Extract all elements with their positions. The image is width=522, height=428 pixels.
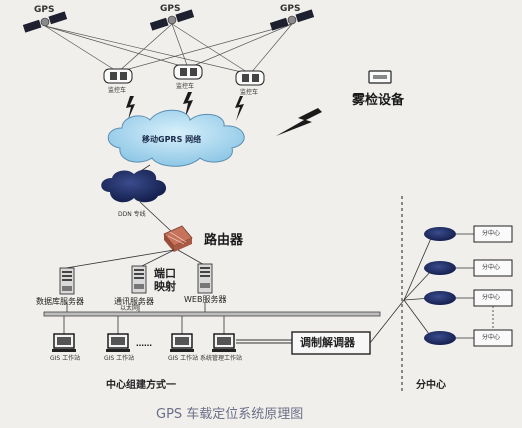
fog-device-label: 雾检设备: [352, 93, 405, 108]
router-icon: [163, 225, 193, 252]
satellite-3-label: GPS: [280, 4, 301, 14]
ethernet-label: 以太网: [120, 305, 139, 312]
ethernet-bus: [43, 311, 381, 317]
workstation-3-icon: [170, 333, 194, 352]
workstation-links: [63, 316, 225, 334]
comm-server-icon: [131, 265, 147, 294]
subcenter-2-label: 分中心: [482, 264, 501, 271]
vehicle-3-label: 监控车: [240, 89, 259, 96]
subcenter-2: [424, 259, 513, 277]
workstation-1-icon: [52, 333, 76, 352]
vehicle-1: [103, 68, 133, 84]
workstation-4-label: 系统管理工作站: [200, 355, 243, 362]
gprs-network-label: 移动GPRS 网络: [142, 135, 202, 144]
router-server-links: [65, 249, 207, 269]
workstation-2-icon: [106, 333, 130, 352]
satellite-2: [149, 9, 195, 31]
center-title: 中心组建方式一: [106, 380, 176, 391]
db-server-icon: [59, 267, 75, 295]
gprs-network-cloud: [107, 109, 245, 167]
satellite-1: [22, 11, 68, 33]
modem-subcenter-links: [369, 235, 433, 344]
satellite-links: [44, 23, 293, 75]
web-server-label: WEB服务器: [184, 295, 227, 304]
modem-label: 调制解调器: [300, 336, 355, 349]
vehicle-3: [235, 70, 265, 86]
workstation-ellipsis: ……: [136, 339, 152, 348]
subcenter-4-label: 分中心: [482, 334, 501, 341]
vehicle-2: [173, 64, 203, 80]
vehicle-1-label: 监控车: [108, 87, 127, 94]
port-mapping-label-2: 映射: [154, 280, 176, 293]
ddn-line-label: DDN 专线: [118, 211, 146, 218]
vehicle-2-label: 监控车: [176, 83, 195, 90]
subcenter-3-label: 分中心: [482, 294, 501, 301]
db-server-label: 数据库服务器: [36, 297, 84, 306]
satellite-1-label: GPS: [34, 5, 55, 15]
workstation-2-label: GIS 工作站: [104, 355, 135, 362]
subcenter-title: 分中心: [416, 380, 446, 391]
workstation-1-label: GIS 工作站: [50, 355, 81, 362]
subcenter-1-label: 分中心: [482, 230, 501, 237]
router-label: 路由器: [204, 233, 244, 248]
comm-server-label: 通讯服务器: [114, 297, 154, 306]
workstation-3-label: GIS 工作站: [168, 355, 199, 362]
satellite-2-label: GPS: [160, 4, 181, 14]
port-mapping-label-1: 端口: [154, 267, 176, 280]
wireless-signals: [126, 92, 322, 136]
web-server-icon: [197, 263, 213, 294]
diagram-caption: GPS 车载定位系统原理图: [156, 407, 304, 422]
server-bus-links: [66, 302, 206, 312]
subcenter-1: [424, 225, 513, 243]
satellite-3: [269, 9, 315, 31]
workstation-4-icon: [212, 333, 236, 352]
subcenter-4: [424, 306, 513, 347]
fog-device: [368, 70, 392, 84]
ddn-cloud: [101, 169, 167, 203]
ddn-to-router-link: [139, 201, 173, 233]
subcenter-3: [424, 289, 513, 307]
